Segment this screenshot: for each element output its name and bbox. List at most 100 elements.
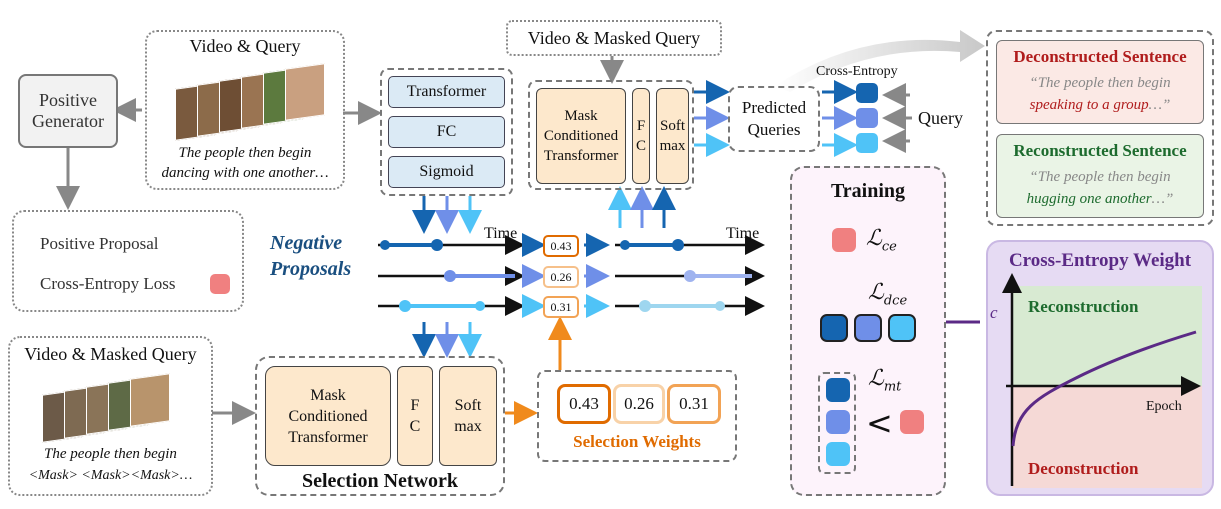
dce-square-dark bbox=[820, 314, 848, 342]
positive-generator-line1: Positive bbox=[38, 90, 97, 110]
selection-weight-3: 0.31 bbox=[667, 384, 721, 424]
big-curved-arrow bbox=[775, 30, 985, 92]
negative-proposals-line2: Proposals bbox=[270, 258, 352, 280]
reconstructed-title: Reconstructed Sentence bbox=[1013, 141, 1187, 160]
transformer-block: Transformer bbox=[388, 76, 505, 108]
video-query-box: Video & Query The people then begin danc… bbox=[145, 30, 345, 190]
video-query-title: Video & Query bbox=[189, 36, 301, 56]
loss-ce-subscript: ce bbox=[881, 239, 897, 255]
selection-mask-conditioned-transformer: Mask Conditioned Transformer bbox=[265, 366, 391, 466]
less-than-symbol: < bbox=[866, 404, 893, 442]
ce-weight-curve bbox=[1011, 330, 1197, 447]
ce-weight-chart: c Epoch Reconstruction Deconstruction bbox=[990, 273, 1202, 488]
top-reconstruction-network: Mask Conditioned Transformer F C Soft ma… bbox=[528, 80, 694, 190]
cross-entropy-label: Cross-Entropy bbox=[816, 64, 898, 79]
neg-weight-2: 0.26 bbox=[543, 266, 579, 288]
deconstruction-region bbox=[1012, 386, 1202, 488]
sel-mct-line1: Mask bbox=[310, 386, 346, 404]
chart-deconstruction-label: Deconstruction bbox=[1028, 459, 1139, 478]
query-square-dark bbox=[856, 83, 878, 103]
predicted-queries-line2: Queries bbox=[747, 120, 801, 139]
loss-dce-symbol: ℒdce bbox=[868, 280, 908, 309]
selection-network-title: Selection Network bbox=[301, 470, 459, 492]
video-query-caption-line1: The people then begin bbox=[178, 145, 312, 161]
video-query-caption-line2: dancing with one another… bbox=[161, 165, 329, 181]
top-mask-conditioned-transformer: Mask Conditioned Transformer bbox=[536, 88, 626, 184]
reconstructed-tail: …” bbox=[1151, 191, 1174, 207]
positive-proposal-label: Positive Proposal bbox=[40, 234, 159, 253]
loss-dce-subscript: dce bbox=[883, 293, 908, 309]
mt-square-dark bbox=[826, 378, 850, 402]
query-square-mid bbox=[856, 108, 878, 128]
dce-square-mid bbox=[854, 314, 882, 342]
sel-mct-line2: Conditioned bbox=[288, 407, 368, 425]
time-label-right: Time bbox=[726, 225, 760, 242]
top-softmax-block: Soft max bbox=[656, 88, 689, 184]
selection-weights-title: Selection Weights bbox=[573, 432, 701, 451]
fc-block: FC bbox=[388, 116, 505, 148]
mt-stack bbox=[818, 372, 856, 474]
sel-fc-line2: C bbox=[409, 418, 421, 435]
positive-proposal-box: Positive Proposal Cross-Entropy Loss bbox=[12, 210, 244, 312]
training-box: Training ℒce ℒdce ℒmt < bbox=[790, 166, 946, 496]
neg-weight-3: 0.31 bbox=[543, 296, 579, 318]
sel-softmax-line2: max bbox=[454, 418, 482, 435]
negative-proposals-title: Negative Proposals bbox=[270, 230, 351, 282]
loss-mt-subscript: mt bbox=[883, 379, 902, 395]
pink-loss-square bbox=[210, 274, 230, 294]
video-masked-query-title: Video & Masked Query bbox=[24, 344, 197, 364]
negative-timelines-left bbox=[378, 235, 525, 316]
mt-square-mid bbox=[826, 410, 850, 434]
top-fc-line2: C bbox=[635, 138, 646, 154]
negative-timelines-right bbox=[615, 235, 765, 316]
masked-video-frames-thumbnail bbox=[42, 373, 192, 443]
ce-loss-square bbox=[832, 228, 856, 252]
positive-generator: Positive Generator bbox=[18, 74, 118, 148]
selection-weight-2: 0.26 bbox=[613, 384, 665, 424]
time-label-left: Time bbox=[484, 225, 518, 242]
deconstructed-title: Deconstructed Sentence bbox=[1013, 47, 1187, 66]
reconstructed-line2: hugging one another…” bbox=[997, 191, 1203, 208]
selection-fc-block: F C bbox=[397, 366, 433, 466]
negative-proposals-line1: Negative bbox=[270, 232, 343, 254]
top-mct-line1: Mask bbox=[564, 108, 598, 124]
query-square-light bbox=[856, 133, 878, 153]
top-fc-block: F C bbox=[632, 88, 650, 184]
cross-entropy-loss-label: Cross-Entropy Loss bbox=[40, 274, 176, 293]
sigmoid-block: Sigmoid bbox=[388, 156, 505, 188]
video-masked-query-top: Video & Masked Query bbox=[506, 20, 722, 56]
sentences-container: Deconstructed Sentence “The people then … bbox=[986, 30, 1214, 226]
top-softmax-line2: max bbox=[659, 138, 686, 154]
top-mct-line2: Conditioned bbox=[543, 128, 619, 144]
deconstructed-line2: speaking to a group…” bbox=[997, 97, 1203, 114]
sel-fc-line1: F bbox=[410, 397, 420, 414]
masked-caption-line2: <Mask> <Mask><Mask>… bbox=[28, 468, 193, 483]
neg-weight-1: 0.43 bbox=[543, 235, 579, 257]
mt-pink-square bbox=[900, 410, 924, 434]
reconstructed-highlight: hugging one another bbox=[1026, 191, 1152, 207]
selection-network: Mask Conditioned Transformer F C Soft ma… bbox=[255, 356, 505, 496]
training-title: Training bbox=[830, 180, 906, 202]
ce-weight-title: Cross-Entropy Weight bbox=[1008, 250, 1192, 271]
proposal-generator-stack: Transformer FC Sigmoid bbox=[380, 68, 513, 196]
chart-x-label: Epoch bbox=[1146, 399, 1182, 414]
deconstructed-tail: …” bbox=[1148, 97, 1171, 113]
mt-square-light bbox=[826, 442, 850, 466]
masked-caption-line1: The people then begin bbox=[44, 446, 177, 462]
positive-generator-line2: Generator bbox=[32, 111, 104, 131]
selection-softmax-block: Soft max bbox=[439, 366, 497, 466]
top-softmax-line1: Soft bbox=[659, 118, 685, 134]
chart-y-label: c bbox=[990, 303, 998, 322]
predicted-queries-line1: Predicted bbox=[741, 98, 807, 117]
query-label: Query bbox=[918, 108, 963, 128]
dce-square-light bbox=[888, 314, 916, 342]
loss-mt-symbol: ℒmt bbox=[868, 366, 902, 395]
deconstructed-sentence-card: Deconstructed Sentence “The people then … bbox=[996, 40, 1204, 124]
chart-reconstruction-label: Reconstruction bbox=[1028, 297, 1139, 316]
reconstructed-sentence-card: Reconstructed Sentence “The people then … bbox=[996, 134, 1204, 218]
sel-softmax-line1: Soft bbox=[454, 397, 482, 414]
reconstruction-region bbox=[1012, 286, 1202, 386]
video-frames-thumbnail bbox=[175, 63, 325, 141]
loss-ce-symbol: ℒce bbox=[866, 226, 897, 255]
